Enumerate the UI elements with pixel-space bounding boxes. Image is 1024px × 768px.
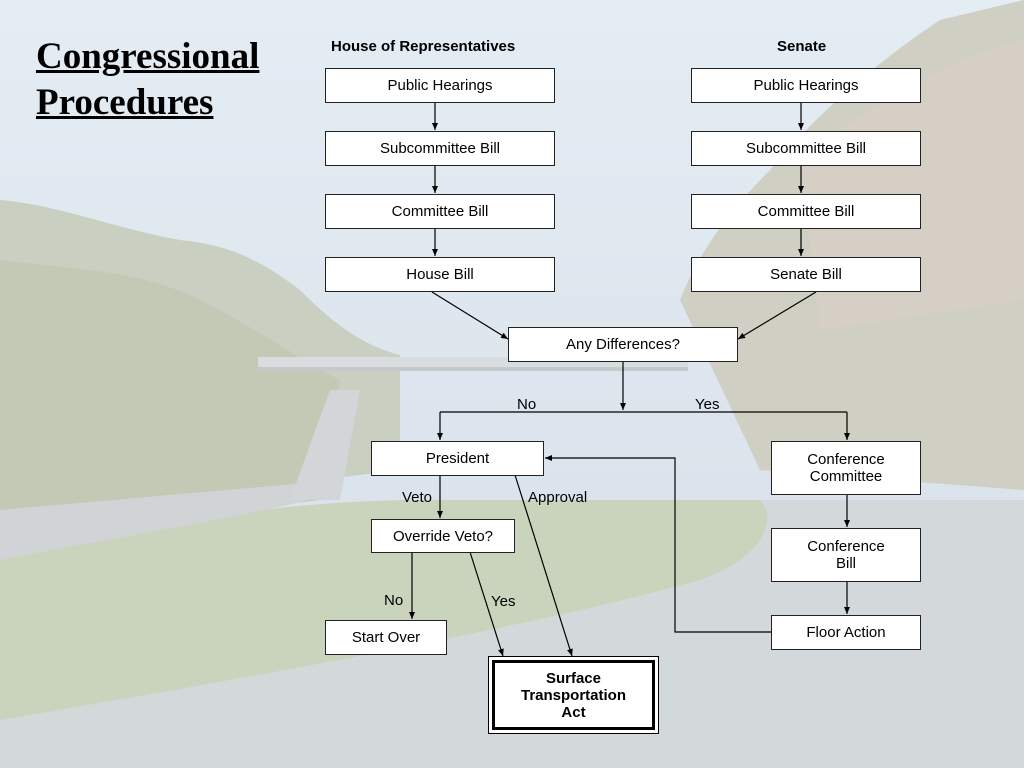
label-override-yes: Yes xyxy=(491,593,516,610)
label-veto: Veto xyxy=(402,489,433,506)
title-line-1: Congressional xyxy=(36,36,260,77)
surface-transportation-act-box: Surface Transportation Act xyxy=(488,656,659,734)
arrow-override-yes xyxy=(469,551,504,657)
house-committee-bill-box: Committee Bill xyxy=(325,194,555,229)
arrow-senate-to-differences xyxy=(737,291,817,340)
president-box: President xyxy=(371,441,544,476)
senate-public-hearings-box: Public Hearings xyxy=(691,68,921,103)
override-veto-box: Override Veto? xyxy=(371,519,515,553)
house-public-hearings-box: Public Hearings xyxy=(325,68,555,103)
start-over-box: Start Over xyxy=(325,620,447,655)
senate-subcommittee-bill-box: Subcommittee Bill xyxy=(691,131,921,166)
slide-title: Congressional Procedures xyxy=(36,34,259,126)
senate-committee-bill-box: Committee Bill xyxy=(691,194,921,229)
conference-bill-line-2: Bill xyxy=(835,555,856,572)
conference-committee-line-2: Committee xyxy=(809,468,883,485)
conference-bill-line-1: Conference xyxy=(807,538,885,555)
any-differences-box: Any Differences? xyxy=(508,327,738,362)
arrow-approval xyxy=(514,474,573,657)
arrow-house-to-differences xyxy=(431,291,509,340)
final-act-line-1: Surface xyxy=(545,669,601,687)
conference-bill-box: Conference Bill xyxy=(771,528,921,582)
final-act-line-3: Act xyxy=(561,703,586,721)
house-heading: House of Representatives xyxy=(331,38,516,55)
arrow-floor-to-president xyxy=(545,455,772,633)
final-act-line-2: Transportation xyxy=(520,686,626,704)
label-approval: Approval xyxy=(528,489,588,506)
house-bill-box: House Bill xyxy=(325,257,555,292)
floor-action-box: Floor Action xyxy=(771,615,921,650)
title-line-2: Procedures xyxy=(36,82,214,123)
senate-bill-box: Senate Bill xyxy=(691,257,921,292)
label-yes: Yes xyxy=(695,396,720,413)
conference-committee-box: Conference Committee xyxy=(771,441,921,495)
senate-heading: Senate xyxy=(777,38,827,55)
house-subcommittee-bill-box: Subcommittee Bill xyxy=(325,131,555,166)
conference-committee-line-1: Conference xyxy=(807,451,885,468)
label-no: No xyxy=(517,396,537,413)
label-override-no: No xyxy=(384,592,404,609)
